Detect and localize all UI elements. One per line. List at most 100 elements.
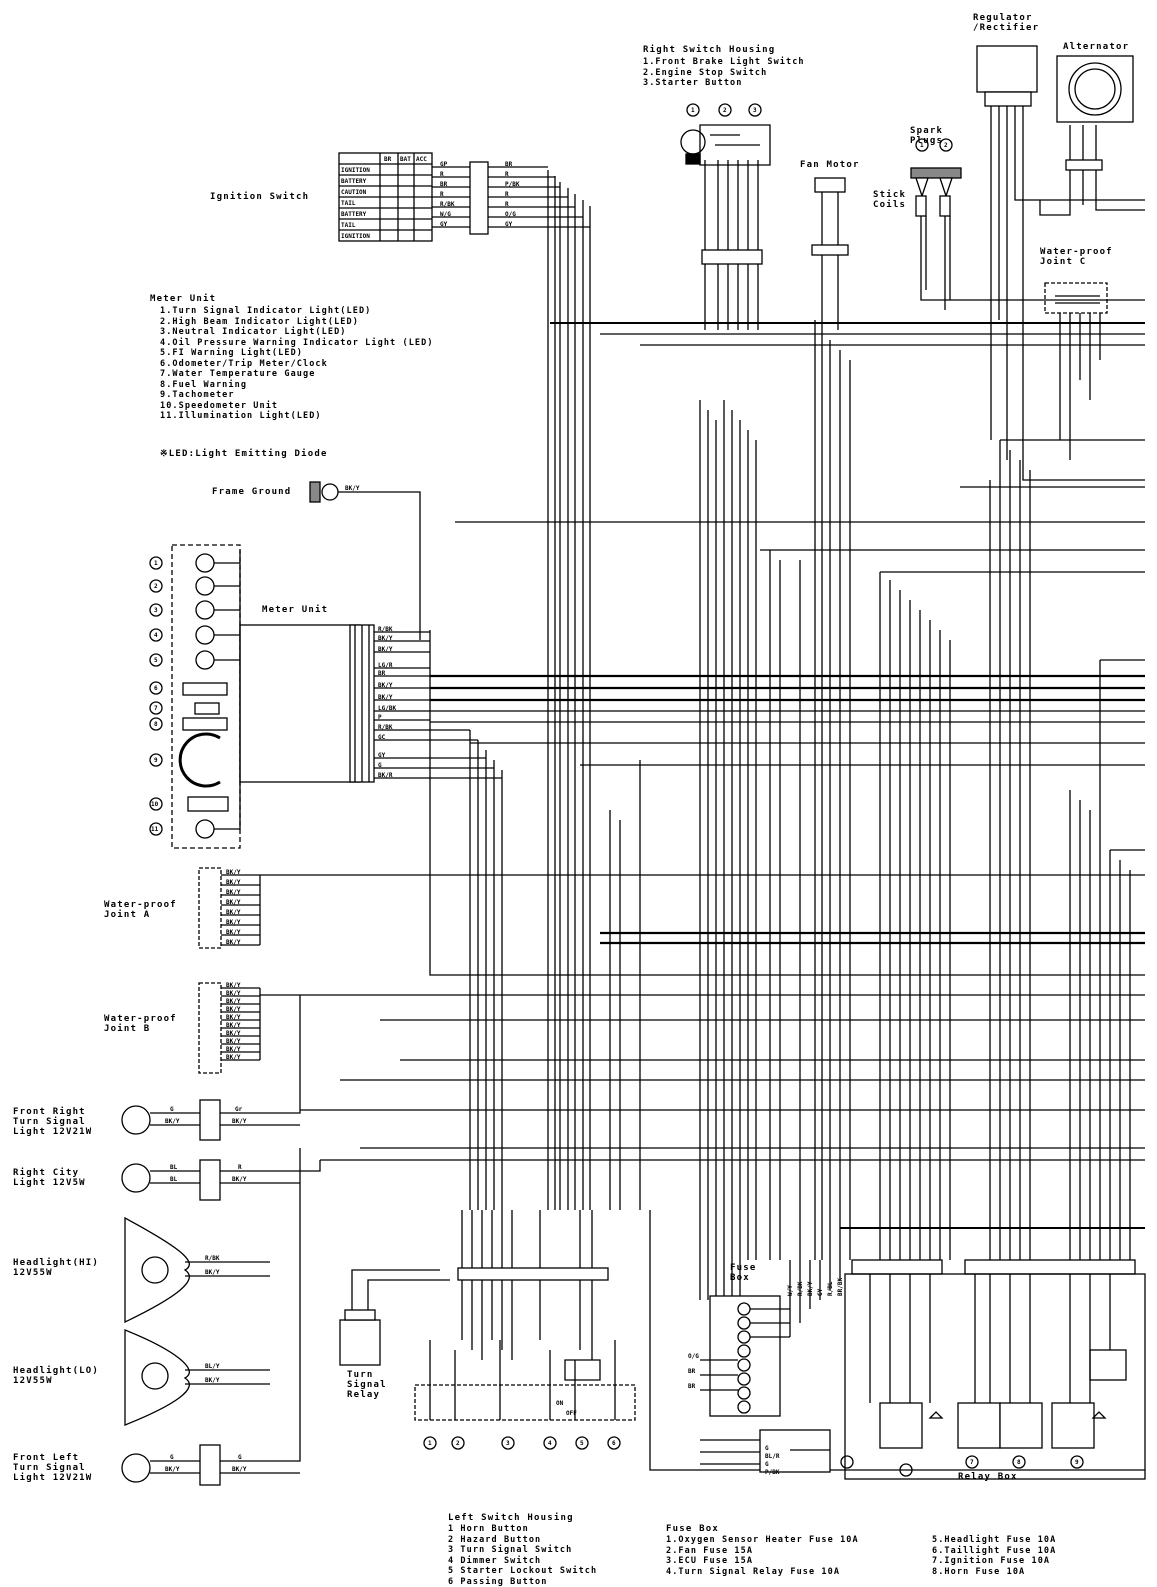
meter-pin-label: P — [378, 714, 382, 721]
fan-motor — [812, 178, 848, 330]
ignition-pin-left-label: R/BK — [440, 201, 455, 208]
list-item: 3.Starter Button — [643, 78, 805, 89]
callout-number: 5 — [580, 1440, 584, 1447]
front-right-turn-label: Front Right Turn Signal Light 12V21W — [13, 1107, 92, 1137]
alternator — [1040, 56, 1145, 215]
meter-pin-label: GC — [378, 734, 386, 741]
wire-label: BL/Y — [205, 1363, 220, 1370]
callout-number: 2 — [944, 142, 948, 149]
joint-c-label: Water-proof Joint C — [1040, 247, 1113, 267]
joint-b-pin-label: BK/Y — [226, 1046, 241, 1053]
fuse-box-legend-col2: 5.Headlight Fuse 10A 6.Taillight Fuse 10… — [932, 1535, 1056, 1577]
meter-pin-label: BK/Y — [378, 694, 393, 701]
joint-b-label: Water-proof Joint B — [104, 1014, 177, 1034]
fuse-pin-label: BR — [688, 1383, 696, 1390]
wire-label: G — [170, 1106, 174, 1113]
front-left-turn-label: Front Left Turn Signal Light 12V21W — [13, 1453, 92, 1483]
turn-signal-relay-label: Turn Signal Relay — [347, 1370, 387, 1400]
list-item: 5.Headlight Fuse 10A — [932, 1535, 1056, 1546]
fuse-pin-label: O/G — [688, 1353, 699, 1360]
fuse-right-pin-label: GY — [817, 1288, 824, 1296]
right-switch-housing-title: Right Switch Housing — [643, 45, 775, 55]
wire-label: BK/Y — [205, 1377, 220, 1384]
list-item: 5 Starter Lockout Switch — [448, 1566, 597, 1577]
headlight-lo-label: Headlight(LO) 12V55W — [13, 1366, 99, 1386]
joint-a-pin-label: BK/Y — [226, 869, 241, 876]
ignition-table-row: CAUTION — [341, 189, 367, 196]
joint-a-pin-label: BK/Y — [226, 909, 241, 916]
ignition-switch-assembly — [339, 153, 590, 241]
meter-pin-label: LG/R — [378, 662, 393, 669]
list-item: 6.Taillight Fuse 10A — [932, 1546, 1056, 1557]
list-item: 4.Oil Pressure Warning Indicator Light (… — [160, 338, 434, 349]
meter-pin-label: LG/BK — [378, 705, 396, 712]
callout-number: 8 — [154, 721, 158, 728]
callout-number: 3 — [154, 607, 158, 614]
ignition-table-header: ACC — [416, 156, 427, 163]
headlight-lo — [125, 1330, 270, 1425]
frame-ground-wire-label: BK/Y — [345, 485, 360, 492]
callout-number: 6 — [612, 1440, 616, 1447]
list-item: 1.Oxygen Sensor Heater Fuse 10A — [666, 1535, 859, 1546]
ignition-table-header: BR — [384, 156, 392, 163]
list-item: 4.Turn Signal Relay Fuse 10A — [666, 1567, 859, 1578]
fuse-right-pin-label: R/BL — [827, 1281, 834, 1296]
meter-pin-label: R/BK — [378, 724, 393, 731]
callout-number: 2 — [456, 1440, 460, 1447]
ignition-pin-left-label: GY — [440, 221, 448, 228]
list-item: 2.Fan Fuse 15A — [666, 1546, 859, 1557]
right-city-light — [122, 1160, 320, 1200]
relay-box-label: Relay Box — [958, 1472, 1018, 1482]
fan-motor-label: Fan Motor — [800, 160, 860, 170]
relay-number: 9 — [1075, 1459, 1079, 1466]
callout-number: 3 — [506, 1440, 510, 1447]
fuse-right-pin-label: BR/BK — [837, 1278, 844, 1296]
wire-label: BK/Y — [232, 1176, 247, 1183]
headlight-hi — [125, 1218, 270, 1322]
relay-pin-label: BL/R — [765, 1453, 780, 1460]
ignition-table-header: BAT — [400, 156, 411, 163]
joint-b-pin-label: BK/Y — [226, 982, 241, 989]
ignition-pin-left-label: BR — [440, 181, 448, 188]
joint-b-pin-label: BK/Y — [226, 1006, 241, 1013]
relay-pin-label: G — [765, 1445, 769, 1452]
horizontal-bus — [260, 323, 1145, 1228]
ignition-switch-label: Ignition Switch — [210, 192, 309, 202]
list-item: 8.Fuel Warning — [160, 380, 434, 391]
stick-coils-label: Stick Coils — [873, 190, 906, 210]
spark-plugs-label: Spark Plugs — [910, 126, 943, 146]
list-item: 7.Water Temperature Gauge — [160, 369, 434, 380]
ignition-table-row: IGNITION — [341, 167, 370, 174]
fuse-box-legend-title: Fuse Box — [666, 1524, 719, 1534]
meter-unit — [172, 545, 502, 848]
meter-pin-label: G — [378, 762, 382, 769]
joint-b-pin-label: BK/Y — [226, 998, 241, 1005]
meter-pin-label: BK/R — [378, 772, 393, 779]
ignition-pin-left-label: W/G — [440, 211, 451, 218]
right-switch-housing-list: 1.Front Brake Light Switch 2.Engine Stop… — [643, 57, 805, 89]
meter-pin-label: BR — [378, 670, 386, 677]
frame-ground — [310, 482, 420, 640]
list-item: 6.Odometer/Trip Meter/Clock — [160, 359, 434, 370]
ignition-pin-right-label: P/BK — [505, 181, 520, 188]
ignition-pin-right-label: GY — [505, 221, 513, 228]
callout-number: 4 — [154, 632, 158, 639]
joint-a-pin-label: BK/Y — [226, 879, 241, 886]
spark-plugs — [911, 168, 1145, 310]
ignition-pin-right-label: R — [505, 171, 509, 178]
meter-unit-legend-title: Meter Unit — [150, 294, 216, 304]
joint-b-pin-label: BK/Y — [226, 1038, 241, 1045]
headlight-hi-label: Headlight(HI) 12V55W — [13, 1258, 99, 1278]
wire-label: R/BK — [205, 1255, 220, 1262]
relay-pin-label: G — [765, 1461, 769, 1468]
callout-number: 10 — [151, 801, 159, 808]
list-item: 3.Neutral Indicator Light(LED) — [160, 327, 434, 338]
ignition-pin-right-label: O/G — [505, 211, 516, 218]
meter-pin-label: BK/Y — [378, 682, 393, 689]
right-switch-housing-assembly — [681, 125, 770, 330]
list-item: 7.Ignition Fuse 10A — [932, 1556, 1056, 1567]
left-switch-housing-title: Left Switch Housing — [448, 1513, 574, 1523]
wire-label: BK/Y — [165, 1118, 180, 1125]
list-item: 1.Front Brake Light Switch — [643, 57, 805, 68]
callout-number: 1 — [154, 560, 158, 567]
